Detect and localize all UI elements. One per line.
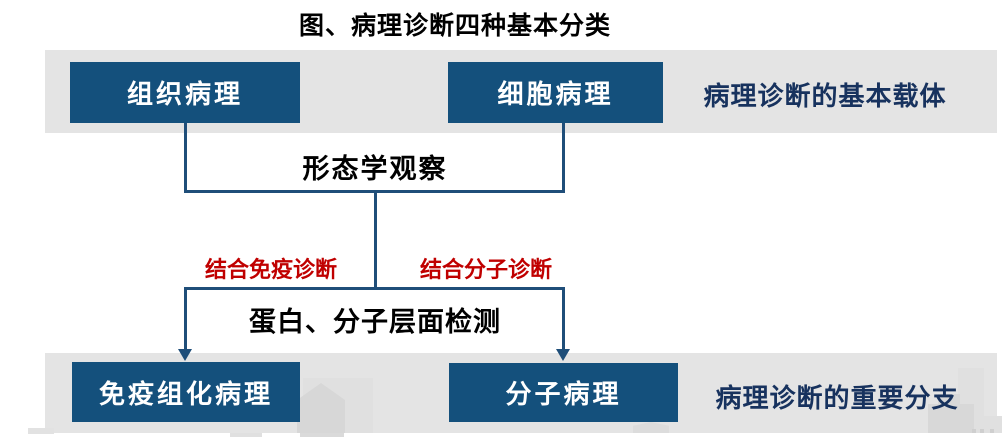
node-label: 免疫组化病理 <box>98 379 273 409</box>
building-watermark <box>28 428 54 434</box>
building-watermark <box>633 422 669 433</box>
node-label: 组织病理 <box>126 80 243 109</box>
arrow-down-icon <box>178 349 192 361</box>
building-watermark <box>974 416 1002 433</box>
node-cell-pathology: 细胞病理 <box>448 62 663 123</box>
arrow-down-icon <box>556 349 570 361</box>
node-label: 细胞病理 <box>497 80 614 109</box>
building-watermark <box>990 429 994 433</box>
connector-line-vertical-right-top <box>562 123 565 192</box>
building-watermark <box>938 394 960 406</box>
connector-line-vertical-right-bottom <box>562 287 565 350</box>
node-molecular-pathology: 分子病理 <box>449 363 678 422</box>
node-tissue-pathology: 组织病理 <box>70 62 300 123</box>
node-immunohistochemistry-pathology: 免疫组化病理 <box>72 362 300 422</box>
node-label: 分子病理 <box>505 380 622 409</box>
building-watermark <box>300 433 344 437</box>
building-watermark <box>980 429 984 433</box>
bottom-row-caption: 病理诊断的重要分支 <box>715 384 959 413</box>
protein-molecular-detection-label: 蛋白、分子层面检测 <box>249 307 501 337</box>
branch-label-molecular: 结合分子诊断 <box>419 257 552 282</box>
building-watermark <box>928 404 974 433</box>
connector-line-horizontal-bottom <box>184 287 565 290</box>
building-watermark <box>230 433 262 437</box>
building-watermark <box>972 429 976 433</box>
branch-label-immune: 结合免疫诊断 <box>204 257 337 282</box>
top-row-caption: 病理诊断的基本载体 <box>703 82 947 111</box>
connector-line-vertical-left-top <box>184 123 187 192</box>
connector-line-vertical-center <box>374 190 377 290</box>
diagram-title: 图、病理诊断四种基本分类 <box>298 13 611 40</box>
morphology-observation-label: 形态学观察 <box>302 154 448 184</box>
connector-line-vertical-left-bottom <box>184 287 187 350</box>
